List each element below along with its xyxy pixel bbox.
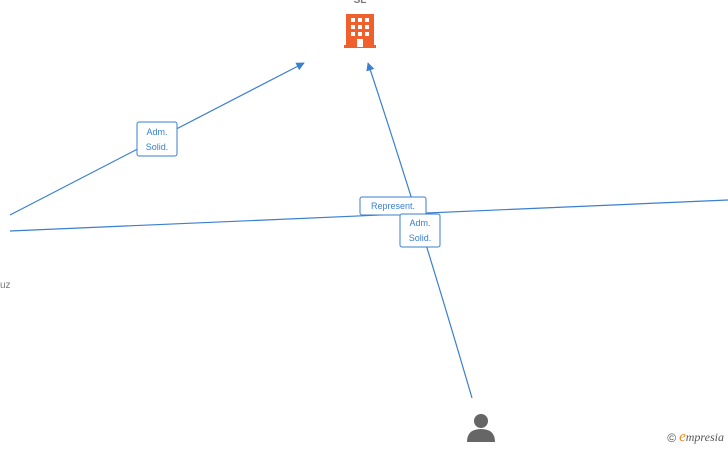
bottom-person-node[interactable] [467,414,495,442]
copyright-icon: © [667,430,677,445]
building-icon [344,14,376,48]
edge-label-left-to-company[interactable]: Adm. Solid. [136,121,178,157]
edge-label-line: Adm. [146,127,167,137]
brand-logo: empresia [679,429,724,445]
company-node[interactable]: SL [344,0,376,48]
person-icon [467,414,495,442]
edge-label-line: Solid. [409,233,432,243]
edge-label-bottom-to-company[interactable]: Adm. Solid. [399,213,441,248]
left-person-label[interactable]: uz [0,280,11,291]
empresia-watermark[interactable]: © empresia [667,429,724,446]
edge-label-horizontal-link[interactable]: Represent. [359,196,427,216]
edge-label-line: Adm. [409,218,430,228]
company-label: SL [354,0,367,6]
edge-label-line: Solid. [146,142,169,152]
edge-label-line: Represent. [371,201,415,211]
